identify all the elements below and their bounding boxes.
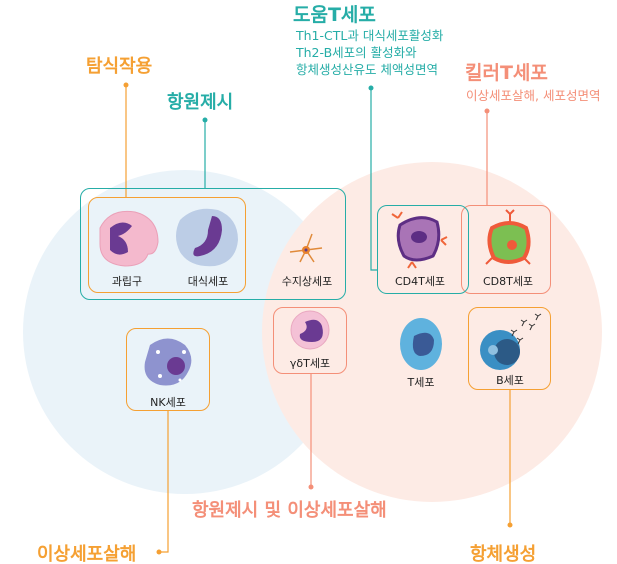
gd-t-cell-icon bbox=[290, 310, 330, 350]
connector-nk bbox=[159, 410, 169, 553]
b-box bbox=[468, 307, 551, 390]
nk-label: NK세포 bbox=[150, 396, 186, 409]
cd4t-label: CD4T세포 bbox=[394, 275, 446, 288]
gdt-box bbox=[273, 307, 347, 374]
phagocytosis-group-box bbox=[88, 197, 246, 293]
dot bbox=[308, 484, 314, 490]
dendritic-label: 수지상세포 bbox=[281, 275, 333, 288]
abnormal-kill-title: 이상세포살해 bbox=[37, 544, 137, 564]
helper-t-desc-line: Th2-B세포의 활성화와 bbox=[296, 45, 417, 60]
antigen-presentation-group-box bbox=[80, 188, 346, 300]
t-cell-icon bbox=[400, 318, 442, 370]
connector-helper-t bbox=[370, 90, 377, 271]
killer-t-title: 킬러T세포 bbox=[465, 62, 548, 84]
helper-t-desc-line: 항체생성산유도 체액성면역 bbox=[296, 62, 438, 77]
cd4t-box bbox=[377, 205, 469, 294]
dendritic-cell-icon bbox=[289, 233, 323, 263]
helper-t-description: Th1-CTL과 대식세포활성화 Th2-B세포의 활성화와 항체생성산유도 체… bbox=[296, 27, 443, 78]
cd8t-label: CD8T세포 bbox=[482, 275, 534, 288]
cd8t-cell-icon bbox=[485, 209, 531, 265]
cd4t-cell-icon bbox=[391, 211, 448, 269]
nk-box bbox=[126, 328, 210, 411]
cd8t-box bbox=[461, 205, 551, 294]
dot bbox=[507, 522, 513, 528]
dot bbox=[484, 108, 490, 114]
dot bbox=[368, 85, 374, 91]
killer-t-description: 이상세포살해, 세포성면역 bbox=[466, 88, 601, 103]
dot bbox=[202, 117, 208, 123]
phagocytosis-title: 탐식작용 bbox=[86, 56, 153, 77]
granulocyte-label: 과립구 bbox=[111, 275, 143, 288]
gdt-label: γδT세포 bbox=[289, 357, 331, 370]
antibody-title: 항체생성 bbox=[470, 544, 537, 564]
macrophage-icon bbox=[176, 208, 238, 267]
b-cell-icon bbox=[480, 313, 542, 370]
antigen-presentation-title: 항원제시 bbox=[167, 92, 234, 113]
t-label: T세포 bbox=[407, 376, 435, 389]
dot bbox=[156, 549, 162, 555]
antigen-and-kill-title: 항원제시 및 이상세포살해 bbox=[192, 500, 387, 521]
helper-t-title: 도움T세포 bbox=[293, 4, 376, 26]
macrophage-label: 대식세포 bbox=[187, 275, 229, 288]
granulocyte-icon bbox=[99, 210, 159, 267]
nk-cell-icon bbox=[144, 338, 192, 386]
dot bbox=[123, 82, 129, 88]
helper-t-desc-line: Th1-CTL과 대식세포활성화 bbox=[296, 28, 444, 43]
b-label: B세포 bbox=[496, 374, 524, 387]
